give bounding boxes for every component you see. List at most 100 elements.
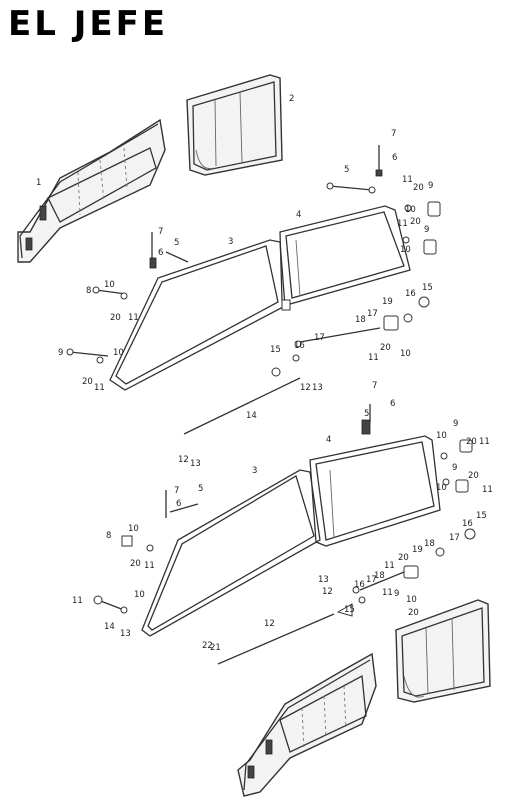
callout-label: 11 [94, 383, 105, 393]
callout-label: 17 [366, 575, 377, 585]
callout-label: 22 [202, 641, 213, 651]
callout-label: 11 [384, 561, 395, 571]
callout-label: 4 [296, 210, 301, 220]
callout-label: 18 [355, 315, 366, 325]
callout-label: 8 [106, 531, 111, 541]
callout-label: 20 [413, 183, 424, 193]
callout-label: 17 [449, 533, 460, 543]
callout-label: 7 [391, 129, 396, 139]
callout-label: 9 [424, 225, 429, 235]
callout-label: 16 [294, 341, 305, 351]
callout-label: 11 [382, 588, 393, 598]
callout-label: 16 [354, 580, 365, 590]
callout-label: 4 [326, 435, 331, 445]
callout-label: 5 [364, 409, 369, 419]
rear-frame-top [279, 205, 411, 305]
callout-label: 11 [128, 313, 139, 323]
callout-label: 10 [400, 245, 411, 255]
callout-label: 16 [405, 289, 416, 299]
callout-label: 14 [246, 411, 257, 421]
callout-label: 9 [394, 589, 399, 599]
callout-label: 9 [452, 463, 457, 473]
callout-label: 13 [312, 383, 323, 393]
callout-label: 9 [453, 419, 458, 429]
callout-label: 7 [158, 227, 163, 237]
callout-label: 10 [134, 590, 145, 600]
callout-label: 20 [468, 471, 479, 481]
callout-label: 3 [252, 466, 257, 476]
callout-label: 9 [58, 348, 63, 358]
callout-label: 6 [392, 153, 397, 163]
callout-label: 13 [318, 575, 329, 585]
callout-label: 20 [130, 559, 141, 569]
side-panel-left-top [17, 118, 166, 263]
callout-label: 19 [382, 297, 393, 307]
callout-label: 7 [174, 486, 179, 496]
callout-label: 15 [344, 605, 355, 615]
callout-label: 13 [120, 629, 131, 639]
callout-label: 11 [479, 437, 490, 447]
callout-label: 17 [314, 333, 325, 343]
callout-label: 20 [408, 608, 419, 618]
callout-label: 11 [72, 596, 83, 606]
callout-label: 11 [402, 175, 413, 185]
callout-label: 10 [436, 483, 447, 493]
callout-label: 11 [368, 353, 379, 363]
side-panel-rear-bottom [395, 599, 491, 703]
callout-label: 12 [264, 619, 275, 629]
hardware-top [66, 145, 441, 377]
callout-label: 9 [428, 181, 433, 191]
callout-label: 12 [322, 587, 333, 597]
side-panel-left-bottom [237, 652, 377, 797]
callout-label: 5 [198, 484, 203, 494]
callout-label: 12 [178, 455, 189, 465]
callout-label: 10 [128, 524, 139, 534]
callout-label: 11 [144, 561, 155, 571]
rear-frame-bottom [309, 435, 441, 547]
callout-label: 20 [466, 437, 477, 447]
windshield-frame-bottom [141, 469, 321, 637]
callout-label: 19 [412, 545, 423, 555]
callout-label: 10 [405, 205, 416, 215]
callout-label: 16 [462, 519, 473, 529]
callout-label: 6 [176, 499, 181, 509]
callout-label: 11 [482, 485, 493, 495]
callout-label: 18 [424, 539, 435, 549]
callout-label: 17 [367, 309, 378, 319]
callout-label: 11 [397, 219, 408, 229]
callout-label: 10 [400, 349, 411, 359]
callout-label: 5 [344, 165, 349, 175]
callout-label: 15 [270, 345, 281, 355]
callout-label: 5 [174, 238, 179, 248]
callout-label: 20 [380, 343, 391, 353]
callout-label: 7 [372, 381, 377, 391]
brand-logo: EL JEFE [8, 4, 169, 44]
hardware-bottom [93, 404, 476, 617]
callout-label: 21 [210, 643, 221, 653]
callout-label: 1 [36, 178, 41, 188]
callout-label: 10 [436, 431, 447, 441]
callout-label: 6 [390, 399, 395, 409]
callout-label: 14 [104, 622, 115, 632]
callout-label: 10 [406, 595, 417, 605]
callout-label: 20 [82, 377, 93, 387]
callout-label: 3 [228, 237, 233, 247]
callout-label: 20 [410, 217, 421, 227]
cable-bottom [217, 613, 335, 665]
callout-label: 10 [113, 348, 124, 358]
callout-label: 15 [422, 283, 433, 293]
callout-label: 13 [190, 459, 201, 469]
callout-label: 15 [476, 511, 487, 521]
callout-label: 2 [289, 94, 294, 104]
side-panel-rear-top [186, 74, 283, 176]
callout-label: 10 [104, 280, 115, 290]
callout-label: 20 [110, 313, 121, 323]
callout-label: 18 [374, 571, 385, 581]
cable-top [183, 377, 301, 435]
callout-label: 12 [300, 383, 311, 393]
callout-label: 20 [398, 553, 409, 563]
callout-label: 8 [86, 286, 91, 296]
callout-label: 6 [158, 248, 163, 258]
